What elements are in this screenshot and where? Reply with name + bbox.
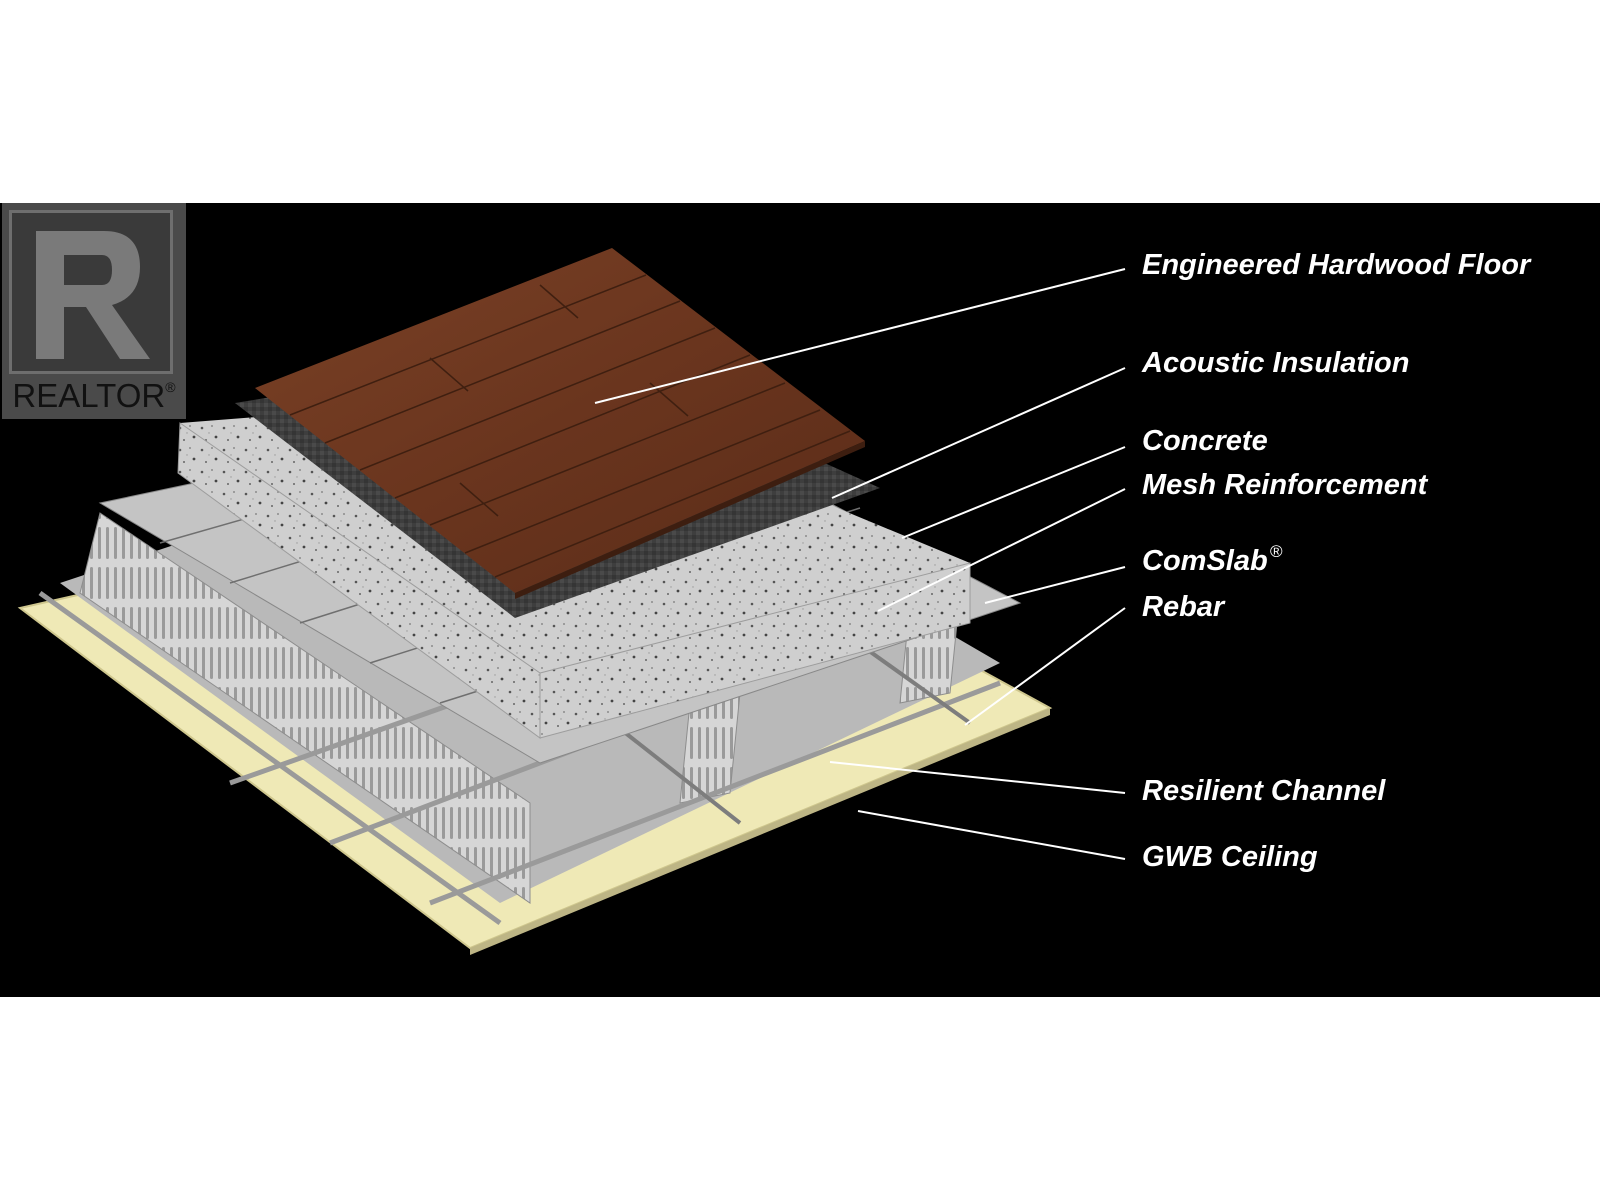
hardwood-floor-top: [255, 248, 865, 593]
realtor-word-text: REALTOR: [12, 377, 166, 414]
label-rebar: Rebar: [1142, 591, 1225, 623]
realtor-r-frame: [9, 210, 173, 374]
concrete-slab-side: [539, 562, 971, 739]
label-comslab: ComSlab®: [1142, 543, 1282, 577]
label-comslab-text: ComSlab: [1142, 545, 1268, 577]
label-gwb-ceiling: GWB Ceiling: [1142, 841, 1318, 873]
comslab-rib-front: [79, 512, 531, 904]
label-resilient-channel: Resilient Channel: [1142, 775, 1386, 807]
realtor-registered-mark: ®: [165, 379, 176, 395]
realtor-logo: REALTOR®: [2, 203, 186, 419]
realtor-word: REALTOR®: [2, 377, 186, 415]
label-engineered-hardwood-floor: Engineered Hardwood Floor: [1142, 249, 1531, 281]
floor-assembly-diagram: [17, 248, 1126, 955]
label-acoustic-insulation: Acoustic Insulation: [1142, 347, 1410, 379]
diagram-stage: Engineered Hardwood Floor Acoustic Insul…: [0, 203, 1600, 997]
realtor-r-icon: [36, 231, 150, 359]
label-concrete: Concrete: [1142, 425, 1268, 457]
label-mesh-reinforcement: Mesh Reinforcement: [1142, 469, 1428, 501]
label-comslab-registered-mark: ®: [1269, 542, 1283, 561]
hardwood-floor-edge: [515, 441, 865, 599]
leader-lines: [594, 268, 1126, 860]
